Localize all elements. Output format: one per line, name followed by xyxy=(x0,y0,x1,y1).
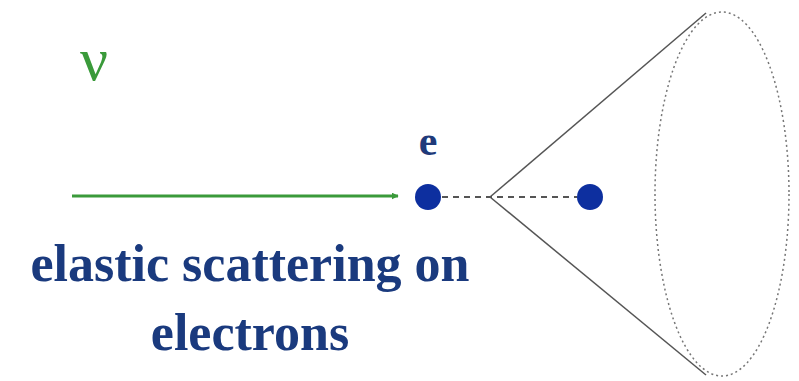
target-dot xyxy=(577,184,603,210)
cone-line xyxy=(490,197,706,375)
electron-dot xyxy=(415,184,441,210)
caption-text: elastic scattering on electrons xyxy=(10,230,490,367)
electron-symbol: e xyxy=(398,118,458,164)
neutrino-symbol: ν xyxy=(80,22,160,96)
neutrino-arrow xyxy=(72,195,398,198)
cone-ellipse xyxy=(655,12,789,376)
cone-line xyxy=(490,13,706,197)
dashed-axis xyxy=(442,196,577,198)
